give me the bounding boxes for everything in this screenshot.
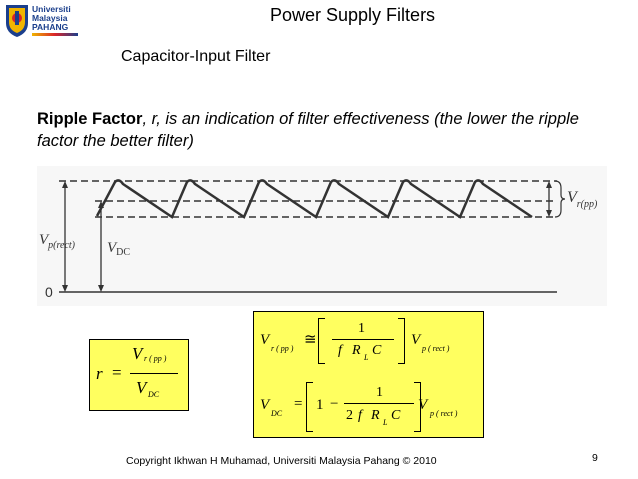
- eq1-den-c: C: [372, 343, 382, 358]
- r-symbol: r: [96, 364, 103, 383]
- eq1-right-paren: [398, 318, 405, 364]
- slide-title: Power Supply Filters: [270, 5, 436, 25]
- eq2-den-r: R: [371, 408, 380, 423]
- eq1-fraction-bar: [332, 339, 394, 340]
- eq2-lhs-sub: DC: [271, 409, 283, 418]
- eq2-one: 1: [316, 397, 324, 413]
- eq1-den-r: R: [352, 343, 361, 358]
- logo-line-2: Malaysia: [32, 13, 68, 23]
- ripple-description-text: , r, is an indication of filter effectiv…: [37, 110, 579, 150]
- ripple-factor-term: Ripple Factor: [37, 110, 143, 128]
- slide-subtitle: Capacitor-Input Filter: [121, 48, 271, 65]
- crest-icon: [6, 5, 28, 37]
- eq2-left-paren: [306, 382, 313, 432]
- logo-line-1: Universiti: [32, 4, 71, 14]
- ripple-waveform-figure: Vr(pp) Vp(rect) VDC 0: [37, 166, 607, 306]
- eq2-rhs-sub: p ( rect ): [430, 409, 458, 418]
- denominator-sub: DC: [148, 390, 160, 399]
- copyright-footer: Copyright Ikhwan H Muhamad, Universiti M…: [126, 455, 437, 467]
- eq2-den-c: C: [391, 408, 401, 423]
- equals-sign: =: [112, 363, 122, 382]
- numerator-v: V: [132, 344, 143, 363]
- eq1-approx: ≅: [304, 332, 317, 348]
- eq2-den-2: 2: [346, 408, 353, 423]
- eq2-rhs-v: V: [418, 397, 428, 413]
- numerator-sub: r ( pp ): [144, 354, 167, 363]
- ripple-waveform: [95, 179, 533, 219]
- denominator-v: V: [136, 378, 147, 397]
- eq1-rhs-sub: p ( rect ): [422, 344, 450, 353]
- eq2-den-l: L: [383, 418, 388, 427]
- eq1-rhs-v: V: [411, 332, 421, 348]
- eq1-left-paren: [318, 318, 325, 364]
- eq2-minus: −: [330, 396, 339, 412]
- eq2-lhs-v: V: [260, 397, 270, 413]
- logo-color-bar: [32, 33, 78, 36]
- logo-line-3: PAHANG: [32, 22, 69, 32]
- eq1-lhs-sub: r ( pp ): [271, 344, 294, 353]
- zero-label: 0: [45, 284, 53, 300]
- vrpp-label: Vr(pp): [567, 189, 598, 210]
- university-logo: Universiti Malaysia PAHANG: [4, 2, 84, 42]
- eq2-den-f: f: [358, 408, 362, 423]
- eq1-lhs-v: V: [260, 332, 270, 348]
- eq2-equals: =: [294, 396, 303, 412]
- eq1-den-l: L: [364, 353, 369, 362]
- vp-rect-label: Vp(rect): [39, 232, 76, 251]
- ripple-description: Ripple Factor, r, is an indication of fi…: [37, 108, 607, 152]
- ripple-factor-formula-box: r = V r ( pp ) V DC: [89, 339, 189, 411]
- filter-equations-box: V r ( pp ) ≅ 1 f R L C V p ( rect ) V DC…: [253, 311, 484, 438]
- page-number: 9: [592, 452, 598, 464]
- eq2-right-paren: [414, 382, 421, 432]
- vdc-label: VDC: [107, 240, 130, 258]
- eq1-den-f: f: [338, 343, 342, 358]
- eq2-fraction-bar: [344, 403, 414, 404]
- eq1-num: 1: [358, 321, 365, 336]
- eq2-num: 1: [376, 385, 383, 400]
- fraction-bar: [130, 373, 178, 374]
